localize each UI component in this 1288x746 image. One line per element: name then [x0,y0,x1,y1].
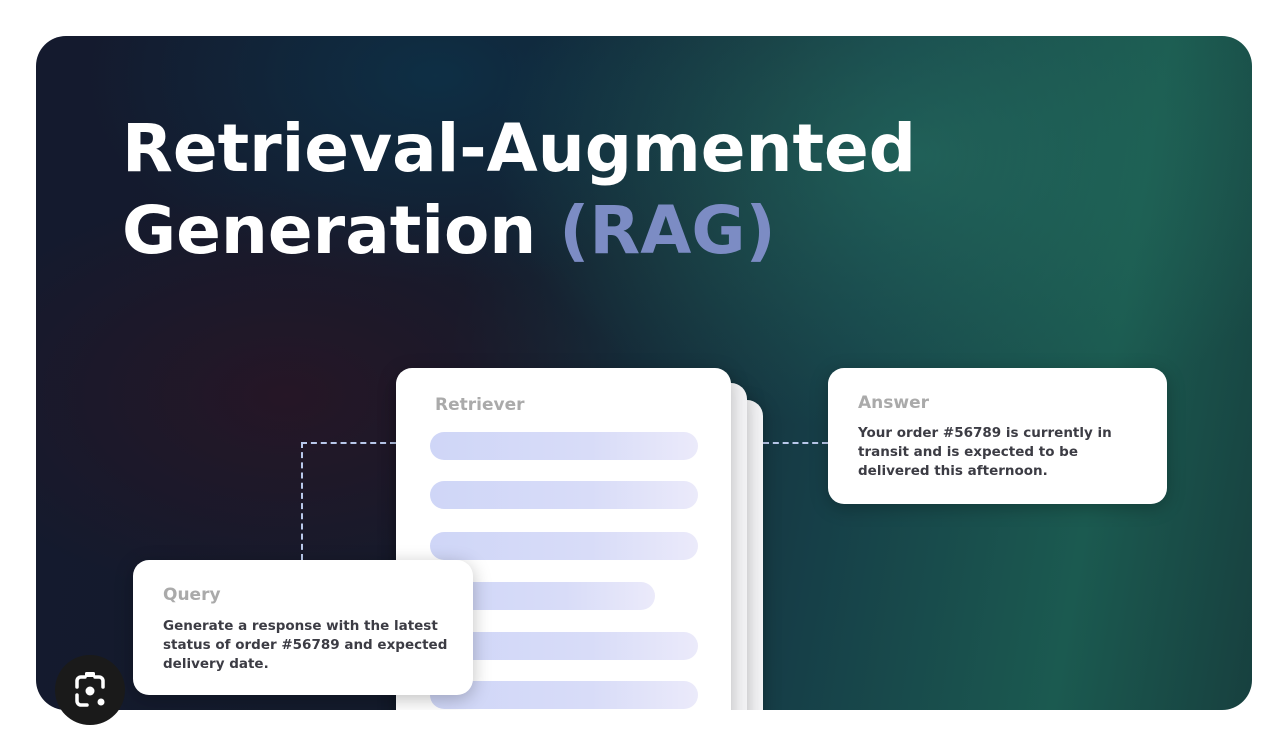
query-label: Query [163,585,221,605]
answer-label: Answer [858,393,929,413]
title-accent: (RAG) [559,192,776,269]
rag-image: Retrieval-Augmented Generation (RAG) Ret… [36,36,1252,710]
title-line-2: Generation (RAG) [122,198,776,264]
retriever-card: Retriever [396,368,731,710]
document-bar [430,632,698,660]
document-bar [430,681,698,709]
connector-query-retriever-h [301,442,396,444]
document-bar [430,532,698,560]
connector-retriever-answer [763,442,828,444]
answer-card: Answer Your order #56789 is currently in… [828,368,1167,504]
title-line-1: Retrieval-Augmented [122,110,917,187]
connector-query-retriever-v [301,442,303,560]
query-text: Generate a response with the latest stat… [163,618,448,672]
document-bar [430,481,698,509]
visual-search-icon [75,672,105,707]
query-card: Query Generate a response with the lates… [133,560,473,695]
answer-text: Your order #56789 is currently in transi… [858,425,1112,479]
title-generation: Generation [122,192,537,269]
visual-search-button[interactable] [55,655,125,725]
retriever-label: Retriever [435,395,525,415]
document-bar [430,432,698,460]
